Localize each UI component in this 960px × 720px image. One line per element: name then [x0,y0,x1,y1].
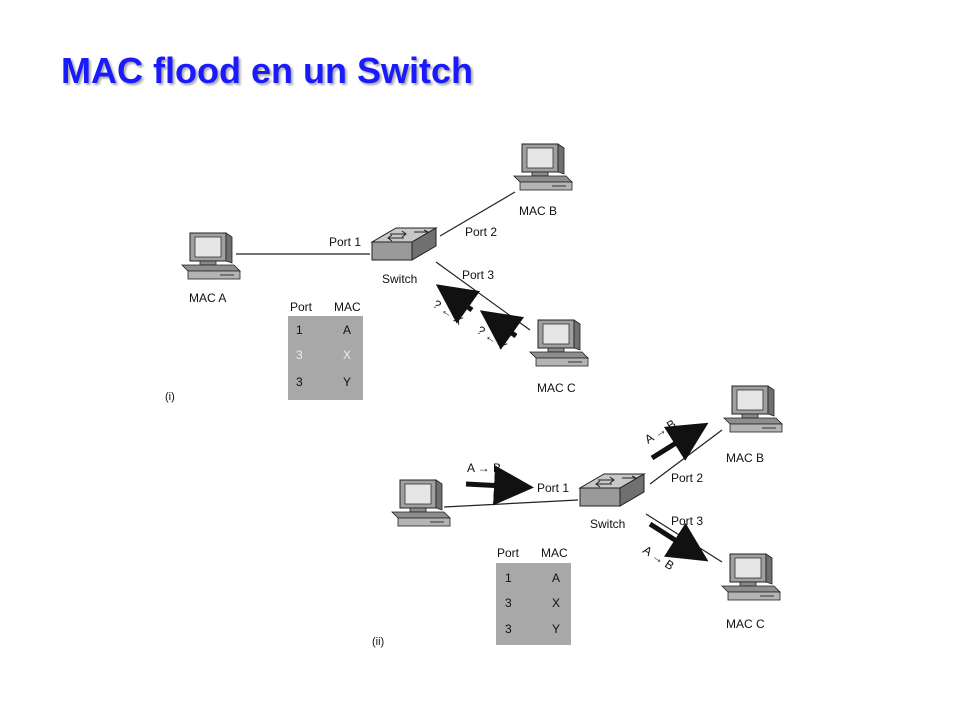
port3-label: Port 3 [462,268,494,282]
flood-arrow-y [479,310,525,350]
computer-b-icon [723,385,783,433]
table-cell: 3 [505,622,512,636]
port1-label: Port 1 [537,481,569,495]
table-cell: Y [343,375,351,389]
table-header-port: Port [290,300,313,314]
host-a-label: MAC A [189,291,226,305]
computer-c-icon [721,553,781,601]
mac-table-ii: Port MAC 1 A 3 X 3 Y [496,546,571,645]
table-cell: 1 [296,323,303,337]
table-cell: 3 [296,375,303,389]
port2-label: Port 2 [671,471,703,485]
port2-label: Port 2 [465,225,497,239]
switch-label: Switch [382,272,417,286]
frame-arrow-out3 [648,521,709,562]
frame-label-out3: A → B [640,543,676,573]
diagram-i: Switch Port 1 Port 2 Port 3 MAC A MAC B … [165,143,589,403]
table-header-mac: MAC [334,300,361,314]
computer-a-icon [181,232,241,280]
page-title: MAC flood en un Switch [61,50,473,91]
port1-label: Port 1 [329,235,361,249]
computer-b-icon [513,143,573,191]
port3-label: Port 3 [671,514,703,528]
link-port2-b [439,191,516,237]
host-c-label: MAC C [726,617,765,631]
table-cell: 1 [505,571,512,585]
computer-c-icon [529,319,589,367]
computer-a-icon [391,479,451,527]
switch-label: Switch [590,517,625,531]
frame-label-in: A → B [467,461,501,475]
table-body [288,316,363,400]
switch-icon [371,227,437,261]
switch-icon [579,473,645,507]
flood-arrow-x [435,284,481,324]
mac-table-i: Port MAC 1 A 3 X 3 Y [288,300,363,400]
frame-arrow-in [465,465,534,506]
table-cell: X [343,348,351,362]
host-b-label: MAC B [726,451,764,465]
host-c-label: MAC C [537,381,576,395]
caption-i: (i) [165,391,175,403]
table-cell: 3 [296,348,303,362]
host-b-label: MAC B [519,204,557,218]
frame-arrow-out2 [650,422,709,461]
diagram-ii: Switch Port 1 Port 2 Port 3 MAC B MAC C … [372,385,783,648]
table-cell: A [343,323,351,337]
table-cell: A [552,571,560,585]
table-body [496,563,571,645]
table-header-mac: MAC [541,546,568,560]
table-header-port: Port [497,546,520,560]
caption-ii: (ii) [372,636,384,648]
table-cell: X [552,596,560,610]
link-a-port1 [443,499,579,508]
table-cell: 3 [505,596,512,610]
table-cell: Y [552,622,560,636]
